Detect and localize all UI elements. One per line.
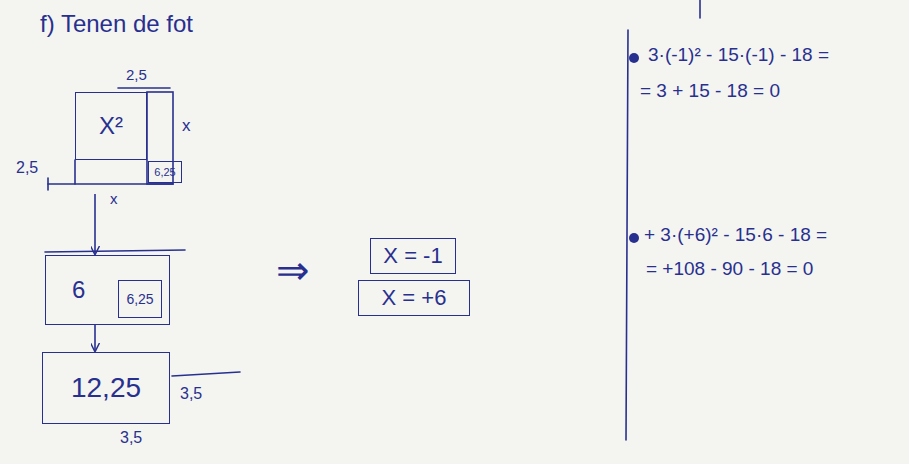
box-text: X = -1 (383, 243, 442, 268)
side-line (74, 160, 76, 184)
down-arrow (94, 194, 96, 254)
sketch-tick (699, 0, 701, 18)
box-text: X = +6 (382, 285, 447, 310)
equation-line: = 3 + 15 - 18 = 0 (640, 80, 780, 103)
dimension-label: x (182, 116, 191, 136)
answer-box: X = -1 (370, 238, 456, 274)
equation-line: 3·(-1)² - 15·(-1) - 18 = (648, 44, 829, 67)
area-box: 12,25 (42, 352, 170, 424)
area-box: 66,25 (45, 255, 170, 325)
bullet-dot (629, 53, 639, 63)
dimension-label: 2,5 (16, 158, 38, 177)
box-text: X² (99, 112, 123, 140)
area-box: X² (75, 92, 147, 160)
dimension-label: 3,5 (180, 384, 202, 403)
dimension-label: 3,5 (120, 428, 142, 447)
area-box: 6,25 (118, 280, 162, 318)
box-text: 6,25 (126, 291, 153, 307)
dimension-line (172, 372, 240, 376)
equation-line: + 3·(+6)² - 15·6 - 18 = (644, 224, 827, 247)
implies-sign: ⇒ (276, 246, 310, 294)
down-arrow (94, 325, 96, 351)
dimension-tick (47, 178, 49, 190)
answer-box: X = +6 (358, 280, 470, 316)
dimension-line (118, 87, 170, 89)
dimension-label: 2,5 (126, 66, 147, 84)
sketch-line (45, 250, 185, 252)
column-separator (626, 30, 628, 440)
dimension-label: x (110, 190, 118, 208)
box-text: 6,25 (154, 166, 175, 179)
equation-line: = +108 - 90 - 18 = 0 (646, 258, 813, 281)
base-line (48, 183, 173, 185)
bullet-dot (629, 233, 639, 243)
exercise-heading: f) Tenen de fot (40, 10, 193, 39)
box-text: 6 (72, 276, 85, 304)
area-box: 6,25 (148, 161, 182, 183)
box-text: 12,25 (71, 372, 141, 404)
